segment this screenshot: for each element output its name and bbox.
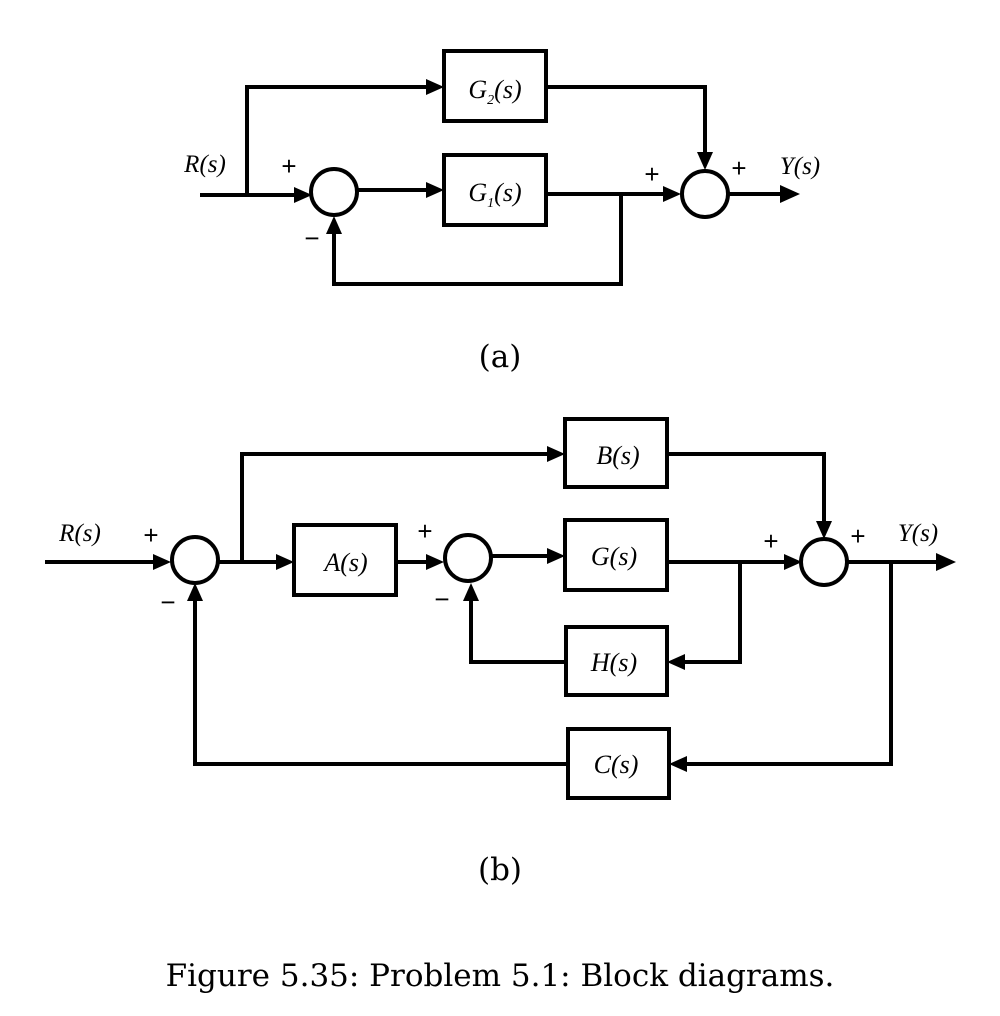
b-summing-junction-1 bbox=[170, 535, 220, 585]
b-arrow-into-sum3-left bbox=[784, 554, 802, 570]
b-b-to-sum3 bbox=[667, 452, 826, 523]
a-block-g1 bbox=[442, 153, 548, 227]
b-branch-to-b bbox=[240, 452, 549, 562]
b-output-to-c-feedback bbox=[685, 562, 893, 766]
b-block-g bbox=[563, 518, 669, 592]
b-h-to-sum2 bbox=[469, 599, 566, 664]
b-block-b bbox=[563, 417, 669, 489]
a-arrow-into-sum1 bbox=[294, 187, 312, 203]
b-block-h bbox=[564, 625, 669, 697]
a-arrow-into-g1 bbox=[426, 182, 444, 198]
b-arrow-into-sum1-bottom bbox=[187, 583, 203, 601]
a-sum2-plus-right-sign: + bbox=[731, 153, 746, 183]
b-output-label: Y(s) bbox=[898, 520, 938, 547]
a-block-g2-label: G2(s) bbox=[468, 75, 521, 108]
a-output-arrow bbox=[780, 185, 800, 203]
a-arrow-into-g2 bbox=[426, 79, 444, 95]
a-g2-to-sum2 bbox=[546, 85, 707, 153]
a-arrow-into-sum1-bottom bbox=[326, 216, 342, 234]
a-sum2-plus-left-sign: + bbox=[644, 159, 659, 189]
b-input-label: R(s) bbox=[58, 520, 101, 547]
a-block-g2 bbox=[442, 49, 548, 123]
a-arrow-into-sum2-top bbox=[697, 152, 713, 170]
figure-caption: Figure 5.35: Problem 5.1: Block diagrams… bbox=[166, 958, 835, 994]
a-caption: (a) bbox=[479, 339, 522, 375]
b-arrow-into-b bbox=[547, 446, 565, 462]
a-output-label: Y(s) bbox=[780, 153, 820, 180]
b-block-c bbox=[566, 727, 671, 800]
b-arrow-into-sum2 bbox=[426, 554, 444, 570]
b-block-g-label: G(s) bbox=[591, 542, 637, 571]
diagram-a: G2(s) G1(s) R(s) Y(s) + − + + (a) bbox=[183, 49, 820, 375]
b-arrow-into-sum1 bbox=[153, 554, 171, 570]
b-sum2-plus-sign: + bbox=[417, 516, 432, 546]
a-sum1-plus-sign: + bbox=[281, 151, 296, 181]
diagram-b: B(s) A(s) G(s) H(s) C(s) R(s) Y(s) + − +… bbox=[45, 417, 956, 888]
b-arrow-into-g bbox=[547, 548, 565, 564]
b-summing-junction-2 bbox=[443, 533, 493, 583]
b-block-c-label: C(s) bbox=[594, 750, 639, 779]
b-arrow-into-a bbox=[276, 554, 294, 570]
b-sum1-minus-sign: − bbox=[160, 587, 175, 617]
b-g-to-h-feedback bbox=[683, 562, 742, 664]
a-block-g1-label: G1(s) bbox=[468, 178, 521, 211]
a-feedback-wire bbox=[332, 194, 623, 286]
b-c-to-sum1 bbox=[193, 599, 568, 766]
b-sum3-plus-left-sign: + bbox=[763, 526, 778, 556]
a-input-label: R(s) bbox=[183, 151, 226, 178]
a-arrow-into-sum2-left bbox=[663, 186, 681, 202]
a-summing-junction-1 bbox=[309, 167, 359, 217]
b-block-b-label: B(s) bbox=[596, 441, 639, 470]
a-summing-junction-2 bbox=[680, 169, 730, 219]
b-sum1-plus-sign: + bbox=[143, 520, 158, 550]
b-arrow-into-sum2-bottom bbox=[463, 583, 479, 601]
b-block-h-label: H(s) bbox=[590, 648, 637, 677]
a-sum1-minus-sign: − bbox=[304, 223, 319, 253]
b-block-a bbox=[292, 523, 398, 597]
b-output-arrow bbox=[936, 553, 956, 571]
a-branch-to-g2 bbox=[245, 85, 428, 195]
b-block-a-label: A(s) bbox=[322, 548, 367, 577]
b-arrow-into-sum3-top bbox=[816, 521, 832, 539]
b-arrow-into-h bbox=[667, 654, 685, 670]
b-caption: (b) bbox=[478, 852, 522, 888]
b-arrow-into-c bbox=[669, 756, 687, 772]
b-sum2-minus-sign: − bbox=[434, 584, 449, 614]
b-sum3-plus-right-sign: + bbox=[850, 521, 865, 551]
b-summing-junction-3 bbox=[799, 537, 849, 587]
